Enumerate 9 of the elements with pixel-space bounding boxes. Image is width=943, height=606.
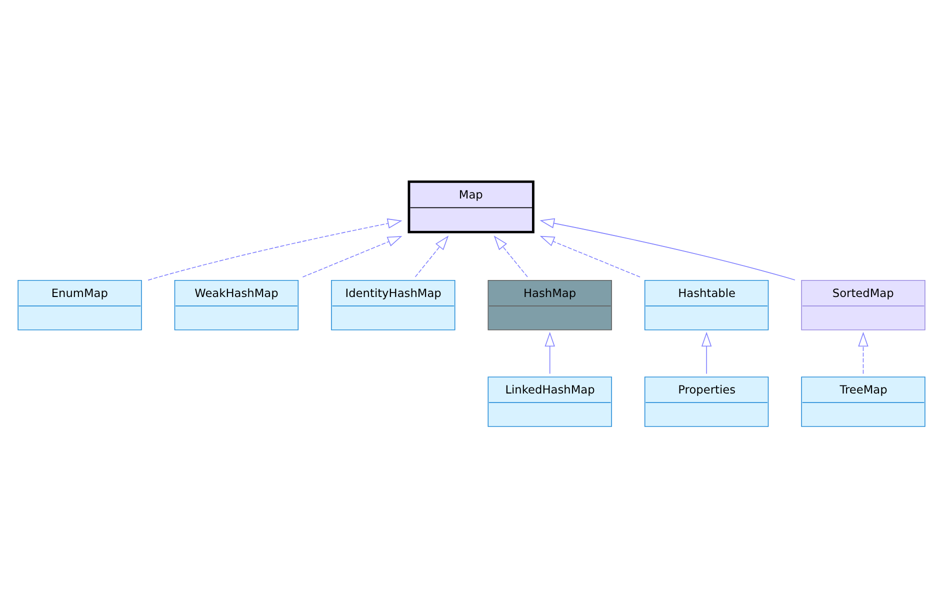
- arrow: [414, 235, 449, 277]
- arrow: [701, 331, 712, 374]
- arrow: [494, 235, 528, 277]
- arrow: [540, 218, 796, 280]
- arrow: [858, 331, 868, 374]
- arrow: [540, 235, 640, 277]
- arrow: [302, 236, 402, 277]
- arrow: [148, 218, 402, 280]
- arrow: [544, 331, 555, 374]
